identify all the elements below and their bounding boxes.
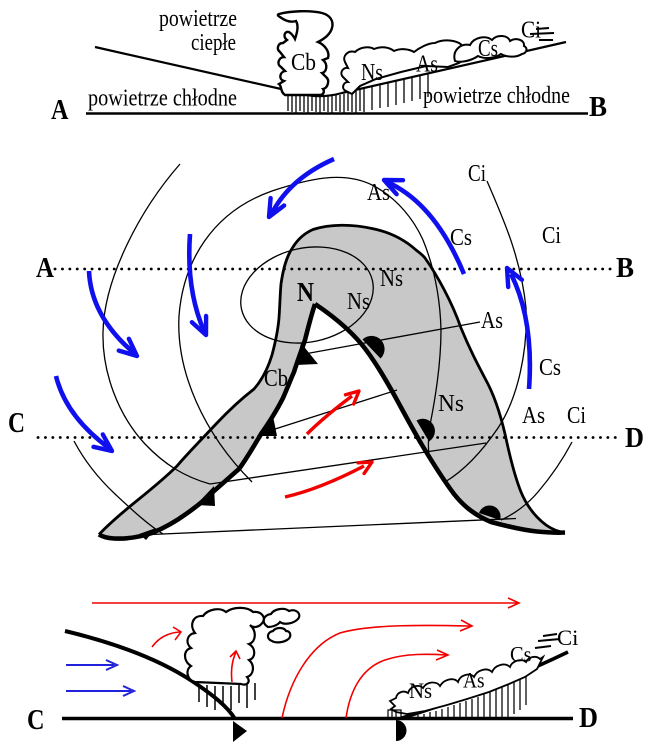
- svg-text:A: A: [36, 252, 54, 284]
- svg-text:Cs: Cs: [478, 36, 498, 62]
- svg-text:B: B: [589, 91, 607, 123]
- svg-text:powietrze chłodne: powietrze chłodne: [88, 86, 237, 112]
- svg-text:Cs: Cs: [539, 355, 561, 381]
- svg-text:Ns: Ns: [409, 678, 432, 703]
- svg-text:Ci: Ci: [468, 161, 486, 187]
- svg-text:Cb: Cb: [291, 50, 316, 76]
- svg-text:Ci: Ci: [557, 625, 579, 650]
- svg-text:powietrze chłodne: powietrze chłodne: [423, 83, 570, 109]
- svg-text:Cs: Cs: [510, 642, 532, 667]
- svg-text:Cs: Cs: [450, 225, 472, 251]
- svg-text:As: As: [463, 668, 485, 693]
- svg-text:Ns: Ns: [361, 60, 383, 86]
- svg-text:C: C: [8, 407, 25, 439]
- svg-text:D: D: [625, 422, 644, 454]
- svg-text:powietrze: powietrze: [159, 6, 237, 32]
- svg-text:As: As: [416, 52, 438, 78]
- svg-text:Ns: Ns: [347, 289, 370, 315]
- svg-text:B: B: [616, 252, 634, 284]
- svg-text:As: As: [522, 403, 545, 429]
- svg-text:D: D: [579, 702, 598, 734]
- svg-text:As: As: [367, 180, 390, 206]
- svg-text:Ns: Ns: [438, 391, 464, 417]
- svg-text:ciepłe: ciepłe: [191, 30, 236, 56]
- svg-text:As: As: [481, 308, 503, 334]
- svg-text:A: A: [51, 94, 69, 126]
- svg-text:Ci: Ci: [521, 18, 541, 44]
- svg-text:Ns: Ns: [380, 266, 403, 292]
- svg-text:Cb: Cb: [264, 366, 288, 392]
- svg-text:Ci: Ci: [567, 403, 586, 429]
- svg-text:Ci: Ci: [542, 223, 561, 249]
- svg-text:N: N: [297, 277, 314, 307]
- svg-text:C: C: [27, 704, 45, 736]
